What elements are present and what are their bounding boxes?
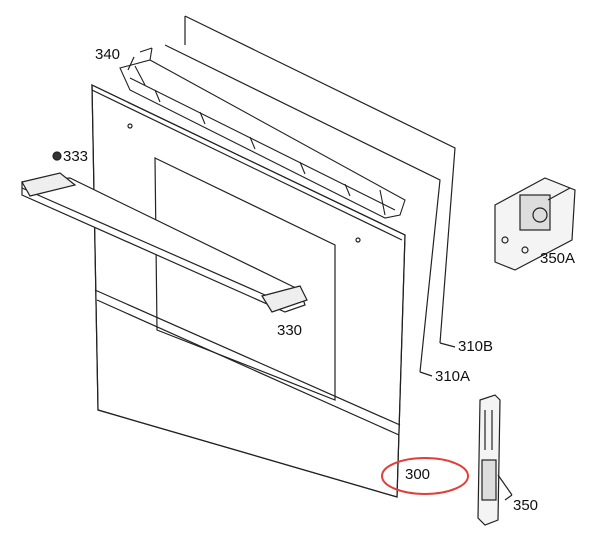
highlight-ellipse <box>381 457 469 495</box>
part-label-350a: 350A <box>540 250 576 267</box>
part-label-310a: 310A <box>435 368 471 385</box>
screw-333 <box>52 151 62 161</box>
part-label-300: 300 <box>405 466 431 483</box>
inner-glass-panel-310a <box>164 44 441 377</box>
part-label-340: 340 <box>95 46 121 63</box>
back-glass-panel-310b <box>184 15 456 348</box>
part-label-333: 333 <box>63 148 89 165</box>
door-handle-330 <box>21 172 308 313</box>
part-label-310b: 310B <box>458 338 494 355</box>
hinge-350a <box>494 177 576 271</box>
hinge-350 <box>477 394 513 526</box>
part-label-350: 350 <box>513 497 539 514</box>
top-trim-340 <box>119 47 406 219</box>
leader-340 <box>127 56 135 71</box>
part-label-330: 330 <box>277 322 303 339</box>
